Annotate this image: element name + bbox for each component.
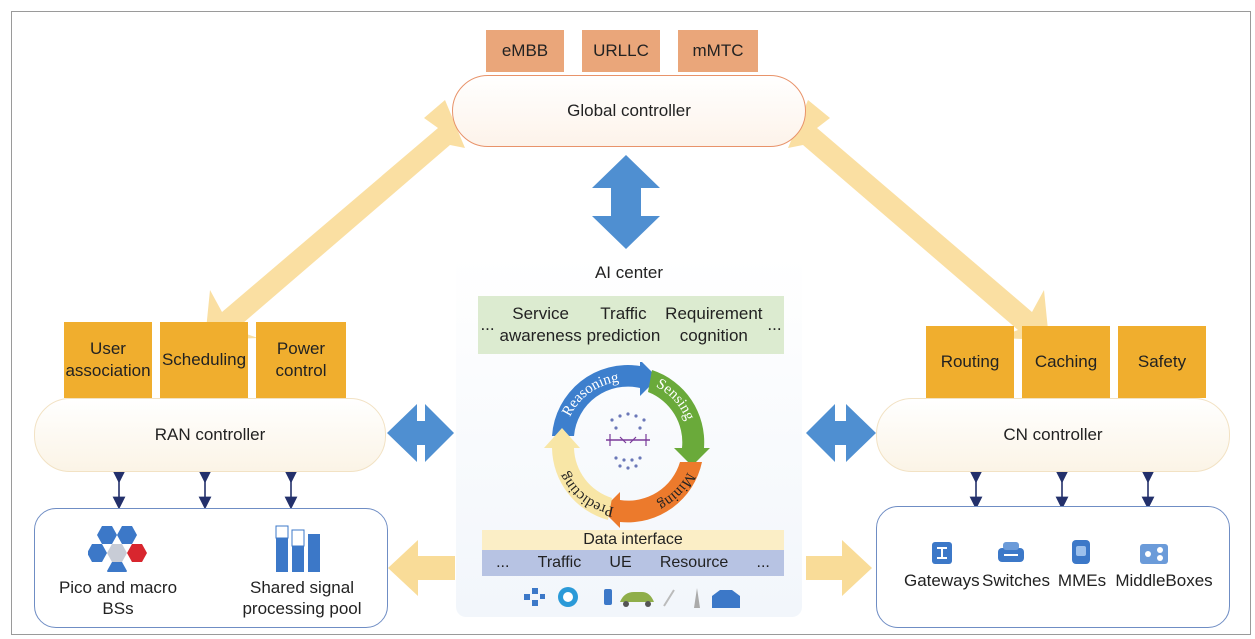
label-line: processing pool	[242, 599, 362, 618]
app-icon	[558, 587, 578, 607]
ran-ai-arrow	[387, 404, 454, 462]
label-line: BSs	[102, 599, 134, 618]
global-ai-arrow	[592, 155, 660, 249]
neural-network-icon	[606, 412, 650, 470]
label-line: cognition	[679, 326, 748, 345]
ran-item-signal-pool: Shared signal processing pool	[232, 577, 372, 619]
data-ellipsis: ...	[756, 554, 770, 571]
data-ue: UE	[609, 554, 632, 571]
cn-infrastructure-panel	[876, 506, 1230, 628]
pen-icon	[663, 589, 675, 607]
cycle-arc-reasoning	[552, 362, 658, 436]
ran-function-scheduling: Scheduling	[160, 322, 248, 398]
data-ellipsis: ...	[496, 554, 510, 571]
data-sources-bar: ... Traffic UE Resource ...	[482, 550, 784, 576]
ai-cycle-diagram: Reasoning Sensing Mining Predicting	[544, 362, 710, 528]
label-line: association	[65, 361, 151, 380]
slice-urllc: URLLC	[582, 30, 660, 72]
cycle-label-predicting: Predicting	[556, 469, 615, 519]
slice-mmtc: mMTC	[678, 30, 758, 72]
data-resource: Resource	[659, 554, 729, 571]
left-diagonal-arrow	[205, 100, 465, 340]
mme-icon	[1072, 540, 1090, 564]
cn-item-switches: Switches	[981, 571, 1051, 590]
cognition-bar: ... Service awareness Traffic prediction R…	[478, 296, 784, 354]
figure-frame	[11, 11, 1251, 635]
label-line: User	[90, 339, 126, 358]
label-line: Traffic	[600, 304, 647, 323]
ran-infrastructure-panel	[34, 508, 388, 628]
cycle-arc-predicting	[544, 428, 612, 520]
car-icon	[620, 592, 654, 607]
ran-function-user-association: User association	[64, 322, 152, 398]
data-traffic: Traffic	[537, 554, 582, 571]
label-text: Predicting	[556, 469, 615, 519]
signal-pool-icon	[275, 525, 320, 572]
network-icon	[524, 588, 545, 606]
label-line: Pico and macro	[58, 578, 178, 597]
label-line: Power	[276, 339, 326, 358]
cn-item-mmes: MMEs	[1057, 571, 1107, 590]
cognition-ellipsis: ...	[767, 315, 782, 334]
data-interface-bar: Data interface	[482, 530, 784, 550]
middlebox-icon	[1140, 544, 1168, 564]
cognition-requirement: Requirement cognition	[665, 303, 762, 347]
ran-controller: RAN controller	[34, 398, 386, 472]
cn-function-routing: Routing	[926, 326, 1014, 398]
label-line: prediction	[586, 326, 661, 345]
data-source-icons	[524, 587, 740, 608]
gateway-icon	[932, 542, 952, 564]
label-line: awareness	[499, 326, 582, 345]
cn-item-gateways: Gateways	[904, 571, 980, 590]
cognition-ellipsis: ...	[480, 315, 495, 334]
ai-cn-arrow	[806, 404, 876, 462]
ai-center-title: AI center	[594, 263, 664, 282]
label-line: Shared signal	[250, 578, 354, 597]
ai-to-ran-arrow	[388, 540, 455, 596]
hexagon-bs-icon	[88, 526, 147, 572]
label-line: Service	[512, 304, 569, 323]
cn-function-caching: Caching	[1022, 326, 1110, 398]
tower-icon	[694, 588, 700, 608]
building-icon	[712, 590, 740, 608]
label-line: Scheduling	[161, 350, 247, 369]
cognition-traffic-prediction: Traffic prediction	[587, 303, 661, 347]
cognition-service-awareness: Service awareness	[499, 303, 581, 347]
cn-controller: CN controller	[876, 398, 1230, 472]
right-diagonal-arrow	[788, 100, 1049, 340]
slice-embb: eMBB	[486, 30, 564, 72]
label-line: control	[275, 361, 327, 380]
ran-function-power-control: Power control	[256, 322, 346, 398]
cn-item-middleboxes: MiddleBoxes	[1115, 571, 1213, 590]
cn-link-arrows	[969, 470, 1155, 510]
global-controller: Global controller	[452, 75, 806, 147]
cycle-arc-mining	[602, 462, 702, 528]
label-line: Requirement	[665, 304, 763, 323]
cn-function-safety: Safety	[1118, 326, 1206, 398]
ran-link-arrows	[112, 470, 298, 510]
cycle-arc-sensing	[648, 370, 710, 466]
phone-icon	[604, 589, 612, 605]
switch-icon	[998, 542, 1024, 562]
ai-to-cn-arrow	[806, 540, 872, 596]
